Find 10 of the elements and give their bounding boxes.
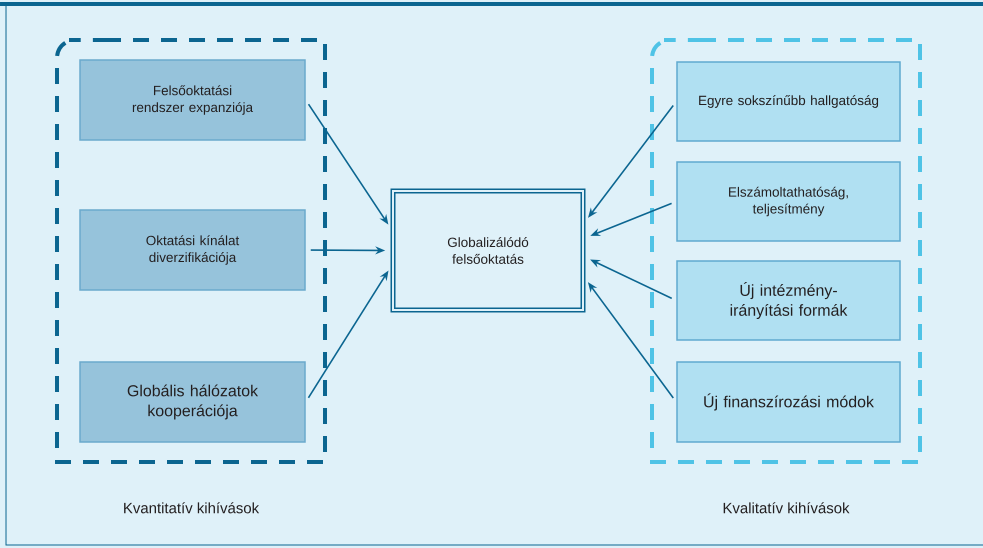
process-box: Egyre sokszínűbb hallgatóság [676, 61, 901, 142]
process-box: Új finanszírozási módok [676, 361, 901, 443]
process-box: Oktatási kínálat diverzifikációja [79, 209, 306, 291]
group-caption: Kvalitatív kihívások [724, 502, 850, 514]
process-box: Új intézmény-irányítási formák [676, 260, 901, 341]
double-border-box: Globalizálódó felsőoktatás [390, 188, 586, 312]
process-box: Elszámoltathatóság, teljesítmény [676, 161, 901, 242]
process-box: Globális hálózatok kooperációja [79, 361, 306, 443]
process-box: Felsőoktatási rendszer expanziója [79, 59, 306, 141]
group-caption: Kvantitatív kihívások [124, 502, 260, 514]
